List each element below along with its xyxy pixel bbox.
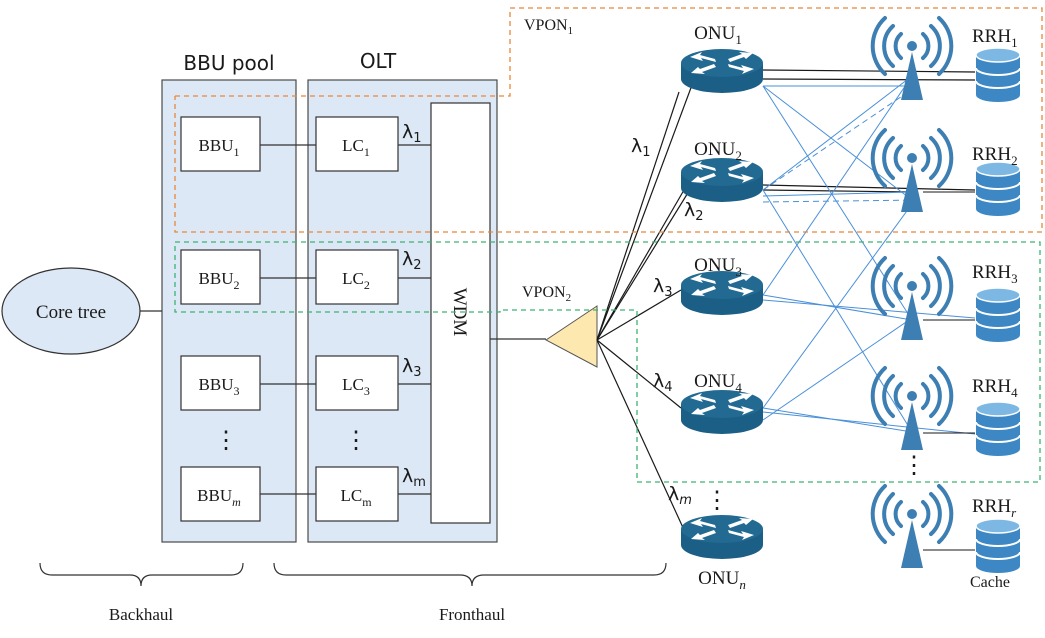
onu-n-label: ONUn xyxy=(698,568,746,592)
rrh-r-label: RRHr xyxy=(972,496,1017,520)
bbu-2: BBU2 xyxy=(180,249,261,305)
onu-4-label: ONU4 xyxy=(694,371,742,395)
bbu-m: BBUm xyxy=(180,466,261,522)
onu-1-label: ONU1 xyxy=(694,23,742,47)
rrh-1-cache-icon xyxy=(975,47,1021,103)
fronthaul-brace xyxy=(273,562,667,587)
rrh-ellipsis: ⋮ xyxy=(902,453,926,479)
bbu-m-label: BBUm xyxy=(197,486,241,509)
antenna-cache-links xyxy=(923,191,975,551)
onu-rrh-dashed-links xyxy=(762,83,921,203)
lc-3-label: LC3 xyxy=(342,375,370,398)
splitter-lambda-4: λ4 xyxy=(653,370,673,395)
wdm-label: WDM xyxy=(449,288,470,337)
lc-1: LC1 xyxy=(315,116,399,172)
lc-ellipsis: ⋮ xyxy=(344,428,368,454)
rrh-3-cache-icon xyxy=(975,287,1021,343)
splitter-lambda-3: λ3 xyxy=(653,275,673,300)
vpon-1-region xyxy=(174,7,1043,233)
backhaul-label: Backhaul xyxy=(109,605,173,624)
rrh-1-label: RRH1 xyxy=(972,26,1018,50)
olt-lambda-1: λ1 xyxy=(402,121,422,146)
rrh-4-antenna-icon xyxy=(870,366,954,452)
splitter-lambda-1: λ1 xyxy=(631,135,651,160)
onu-3-router-icon xyxy=(681,271,763,315)
vpon-2-label: VPON2 xyxy=(522,284,571,304)
bbu-2-label: BBU2 xyxy=(199,269,240,292)
onu-1-router-icon xyxy=(681,49,763,93)
rrh-2-antenna-icon xyxy=(870,128,954,214)
vpon-2-region xyxy=(174,241,1041,483)
splitter-lambda-m: λm xyxy=(668,483,692,508)
bbu-3-label: BBU3 xyxy=(199,375,240,398)
lc-3: LC3 xyxy=(315,355,399,411)
bbu-3: BBU3 xyxy=(180,355,261,411)
rrh-4-cache-icon xyxy=(975,401,1021,457)
onu-3-label: ONU3 xyxy=(694,255,742,279)
bbu-pool-title: BBU pool xyxy=(183,51,274,75)
olt-title: OLT xyxy=(360,49,397,73)
vpon-1-label: VPON1 xyxy=(524,17,573,37)
lc-m: LCm xyxy=(315,466,399,522)
rrh-r-antenna-icon xyxy=(870,484,954,570)
splitter-lambda-2: λ2 xyxy=(684,199,704,224)
rrh-2-cache-icon xyxy=(975,161,1021,217)
rrh-3-label: RRH3 xyxy=(972,262,1018,286)
rrh-r-cache-icon xyxy=(975,518,1021,574)
bbu-1-label: BBU1 xyxy=(199,136,240,159)
fronthaul-label: Fronthaul xyxy=(439,605,505,624)
rrh-3-antenna-icon xyxy=(870,256,954,342)
onu-rrh-black-links xyxy=(762,69,976,193)
wdm-box xyxy=(430,102,491,524)
onu-2-label: ONU2 xyxy=(694,139,742,163)
rrh-4-label: RRH4 xyxy=(972,376,1018,400)
cache-label: Cache xyxy=(970,574,1010,591)
onu-ellipsis: ⋮ xyxy=(705,488,729,514)
core-tree-label: Core tree xyxy=(36,302,106,323)
lc-2: LC2 xyxy=(315,249,399,305)
bbu-ellipsis: ⋮ xyxy=(214,428,238,454)
bbu-lc-links xyxy=(260,144,316,495)
olt-lambda-m: λm xyxy=(402,465,426,490)
lc-wdm-links xyxy=(398,144,431,495)
rrh-1-antenna-icon xyxy=(870,16,954,102)
lc-1-label: LC1 xyxy=(342,136,370,159)
onu-n-router-icon xyxy=(681,515,763,559)
olt-lambda-3: λ3 xyxy=(402,355,422,380)
bbu-1: BBU1 xyxy=(180,116,261,172)
backhaul-brace xyxy=(39,562,244,587)
onu-rrh-blue-links xyxy=(762,75,976,435)
lc-2-label: LC2 xyxy=(342,269,370,292)
olt-lambda-2: λ2 xyxy=(402,248,422,273)
onu-4-router-icon xyxy=(681,390,763,434)
splitter-onu-fibers xyxy=(596,84,695,533)
rrh-2-label: RRH2 xyxy=(972,144,1018,168)
splitter xyxy=(545,305,598,368)
lc-m-label: LCm xyxy=(340,486,372,509)
onu-2-router-icon xyxy=(681,158,763,202)
